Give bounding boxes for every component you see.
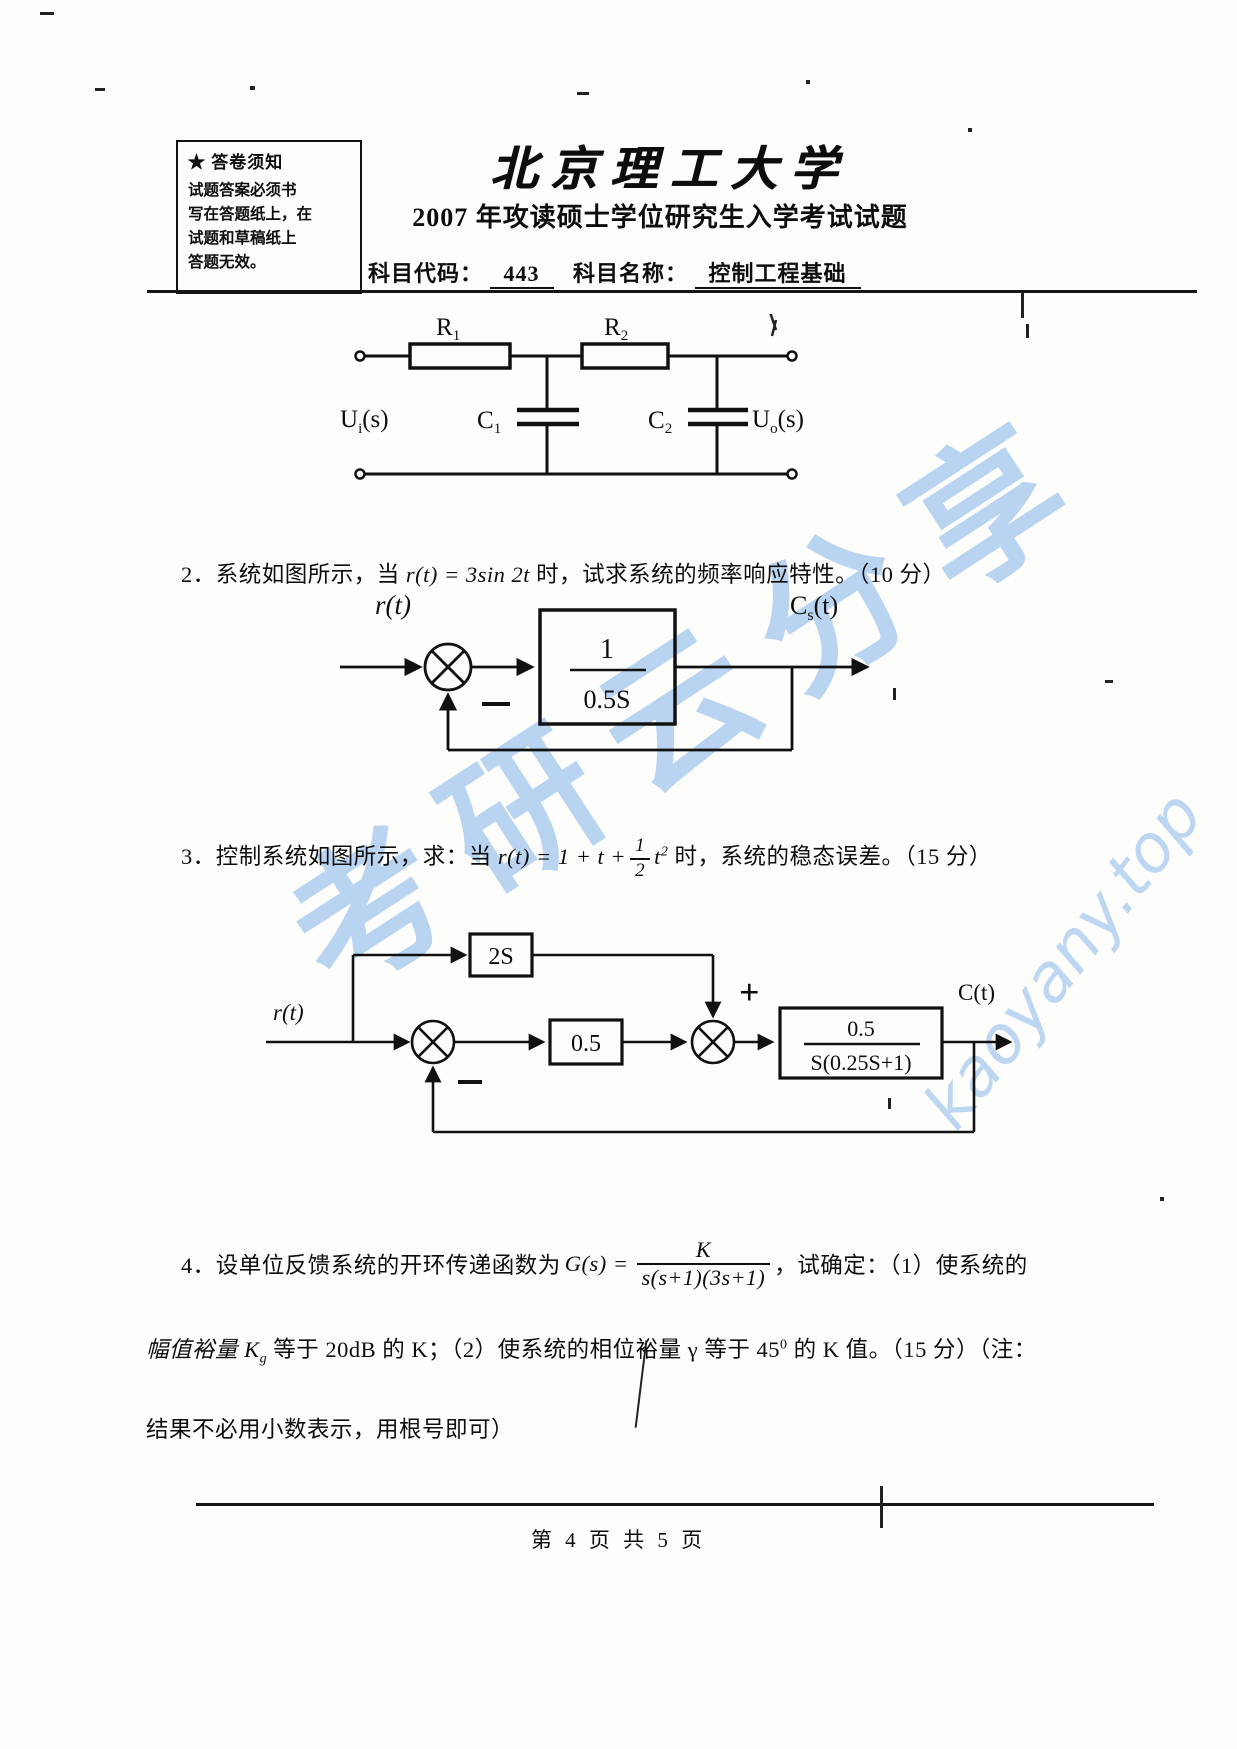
scan-noise [1026,324,1029,338]
notice-line: 试题答案必须书 [188,182,297,200]
scan-noise [95,88,105,91]
university-title: 北京理工大学 [490,144,850,196]
resistor-r2-label: R2 [604,314,628,344]
q3-gain-block-label: 0.5 [571,1031,601,1057]
resistor-r1-label: R1 [436,314,460,344]
scan-noise [1105,680,1113,683]
input-voltage-label: Ui(s) [340,406,389,437]
scan-noise [880,1486,883,1528]
scan-noise [1021,292,1024,318]
capacitor-c2-label: C2 [648,407,672,437]
scan-noise [577,92,589,95]
question-2-text: 2．系统如图所示，当 r(t) = 3sin 2t 时，试求系统的频率响应特性。… [181,562,946,587]
scan-noise [40,12,54,15]
star-icon: ★ [188,153,206,172]
scan-noise [1160,1197,1164,1201]
subject-name: 控制工程基础 [694,261,861,289]
notice-heading: ★ 答卷须知 [188,153,284,172]
subject-name-label: 科目名称： [573,261,689,286]
q4-transfer-function: G(s) = [564,1251,629,1277]
q3-plus-sign: + [739,972,760,1012]
scan-noise [250,86,255,90]
q3-input-label: r(t) [273,1000,304,1025]
notice-line: 写在答题纸上，在 [188,206,313,224]
q2-input-label: r(t) [375,590,411,620]
notice-line: 试题和草稿纸上 [188,230,297,248]
scan-noise [888,1098,891,1109]
question-4-line2: 幅值裕量 Kg 等于 20dB 的 K；（2）使系统的相位裕量 γ 等于 450… [146,1337,1037,1367]
scan-noise [968,128,972,132]
q2-block-numerator: 1 [600,634,614,665]
circuit-diagram: R1 R2 Ui(s) C1 C2 Uo(s) [340,314,804,480]
output-voltage-label: Uo(s) [752,406,804,437]
q2-block-diagram: r(t) 1 0.5S Cs(t) [340,590,870,752]
scan-noise [769,314,778,337]
subject-code: 443 [489,261,554,289]
q2-formula: r(t) = 3sin 2t [405,562,530,587]
exam-title: 2007 年攻读硕士学位研究生入学考试试题 [412,203,908,232]
question-4-line3: 结果不必用小数表示，用根号即可） [146,1417,515,1442]
page-number: 第 4 页 共 5 页 [530,1528,707,1552]
header-rule [147,290,1197,293]
scan-noise [893,688,896,700]
notice-line: 答题无效。 [188,254,266,272]
q2-block-denominator: 0.5S [584,685,631,714]
q3-block-diagram: r(t) 2S + 0.5 0.5 S(0.25S+1) C(t) [266,932,1013,1134]
q3-plant-denominator: S(0.25S+1) [810,1050,911,1075]
subject-code-label: 科目代码： [368,261,484,286]
q3-output-label: C(t) [958,980,995,1005]
q3-feedforward-block-label: 2S [488,944,513,970]
capacitor-c1-label: C1 [477,407,501,437]
subject-line: 科目代码： 443 科目名称： 控制工程基础 [368,256,861,289]
q3-plant-numerator: 0.5 [847,1016,875,1041]
scan-noise [806,80,810,84]
notice-box: ★ 答卷须知 试题答案必须书 写在答题纸上，在 试题和草稿纸上 答题无效。 [176,140,362,294]
q2-output-label: Cs(t) [790,591,838,624]
footer-rule [196,1503,1154,1506]
